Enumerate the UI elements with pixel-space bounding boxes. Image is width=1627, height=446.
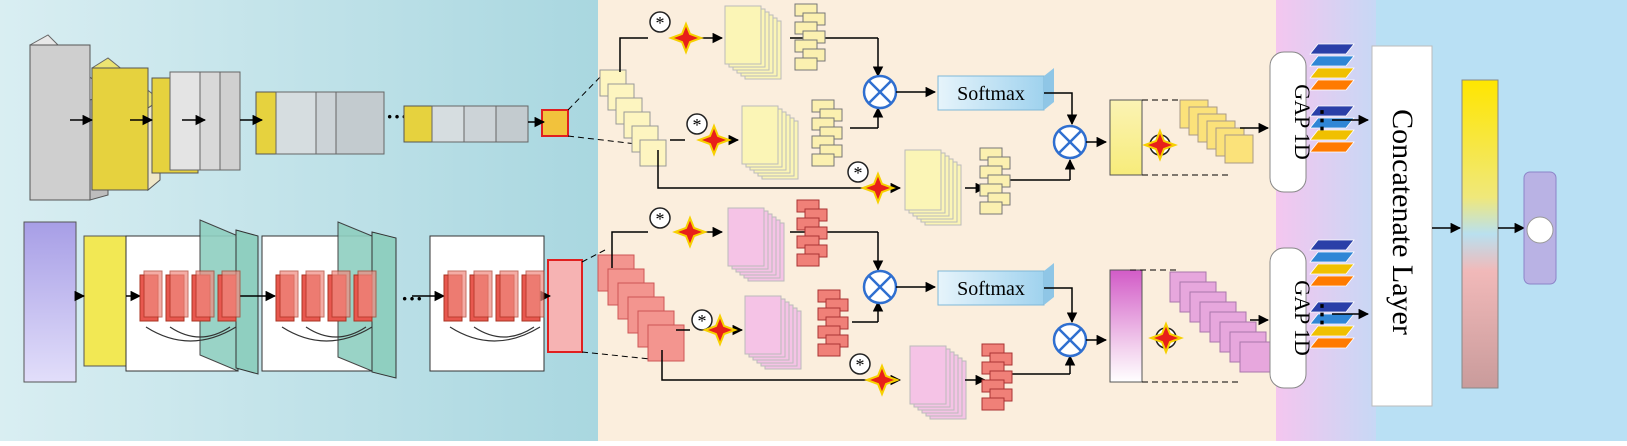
dense-blocks bbox=[139, 270, 545, 342]
conv-star-icon bbox=[864, 363, 900, 397]
bottom-backbone-ellipsis: ··· bbox=[401, 286, 423, 311]
gap-output-layer bbox=[1309, 105, 1355, 117]
conv-star-icon bbox=[696, 123, 732, 157]
dense-skip-connection bbox=[169, 326, 231, 338]
conv-star-icon bbox=[702, 313, 738, 347]
dense-unit-shadow bbox=[195, 270, 215, 318]
dense-skip-connection bbox=[449, 326, 541, 342]
top-v-cell bbox=[979, 201, 1003, 215]
dense-skip-connection bbox=[473, 326, 535, 338]
bottom-attention-output bbox=[1109, 269, 1143, 383]
dense-unit-shadow bbox=[221, 270, 241, 318]
gap-output-layer bbox=[1309, 263, 1355, 275]
top-q-sheet bbox=[724, 5, 762, 65]
top-gap: GAP 1D bbox=[1269, 51, 1315, 193]
dense-unit-shadow bbox=[169, 270, 189, 318]
bottom-attention: Q K V Softmax bbox=[597, 207, 1277, 420]
conv-operator-icon bbox=[847, 161, 869, 183]
bottom-v-sheet bbox=[909, 345, 947, 405]
conv-star-icon bbox=[860, 171, 896, 205]
dense-unit-shadow bbox=[499, 270, 519, 318]
gap-output-layer bbox=[1309, 325, 1355, 337]
top-backbone: ··· bbox=[29, 34, 646, 201]
kv-stacks bbox=[794, 3, 1013, 411]
dense-unit-shadow bbox=[305, 270, 325, 318]
bottom-k-cell bbox=[817, 343, 841, 357]
concatenate-layer-label: Concatenate Layer bbox=[1386, 109, 1419, 335]
conv-operator-icon bbox=[649, 11, 671, 33]
conv-operator-icon bbox=[649, 207, 671, 229]
gap-layers bbox=[1309, 43, 1355, 349]
conv-operator-symbol: * bbox=[854, 163, 863, 183]
conv-star-icon bbox=[1142, 128, 1178, 162]
conv-star-icon bbox=[672, 215, 708, 249]
bottom-feature-map bbox=[547, 259, 583, 353]
gap-output-layer bbox=[1309, 43, 1355, 55]
top-softmax-label: Softmax bbox=[957, 83, 1025, 105]
conv-operator-symbol: * bbox=[693, 115, 702, 135]
top-attention-output bbox=[1109, 99, 1143, 176]
top-gap-box bbox=[1269, 51, 1307, 193]
top-attention: Q K V Softmax bbox=[599, 5, 1270, 226]
bottom-q-sheet bbox=[727, 207, 765, 267]
top-k-sheet bbox=[741, 105, 779, 165]
gap-output-layer bbox=[1309, 141, 1355, 153]
bottom-gap-box bbox=[1269, 247, 1307, 389]
conv-star-icon bbox=[1148, 321, 1184, 355]
bottom-q-cell bbox=[796, 253, 820, 267]
top-feature-map bbox=[541, 109, 569, 137]
top-feature-stack-tile bbox=[639, 139, 667, 167]
top-q-cell bbox=[794, 57, 818, 71]
dense-unit-shadow bbox=[357, 270, 377, 318]
dense-unit-shadow bbox=[279, 270, 299, 318]
conv-operator-icon bbox=[849, 353, 871, 375]
top-softmax-box bbox=[937, 75, 1045, 111]
dense-skip-connection bbox=[145, 326, 237, 342]
conv-operator-symbol: * bbox=[856, 355, 865, 375]
conv-operator-symbol: * bbox=[656, 13, 665, 33]
dense-unit-shadow bbox=[447, 270, 467, 318]
top-k-cell bbox=[811, 153, 835, 167]
bottom-gap-ellipsis: ⋮ bbox=[1310, 302, 1334, 328]
conv-operator-icon bbox=[686, 113, 708, 135]
gap-output-layer bbox=[1309, 275, 1355, 287]
concatenated-feature-vector bbox=[1461, 79, 1499, 389]
gap-output-layer bbox=[1309, 79, 1355, 91]
output-node bbox=[1526, 216, 1554, 244]
gap-output-layer bbox=[1309, 251, 1355, 263]
top-gap-label: GAP 1D bbox=[1290, 84, 1315, 160]
bottom-softmax-box bbox=[937, 270, 1045, 306]
top-gap-ellipsis: ⋮ bbox=[1310, 108, 1334, 134]
conv-operator-symbol: * bbox=[656, 209, 665, 229]
conv-operator-symbol: * bbox=[698, 311, 707, 331]
top-backbone-ellipsis: ··· bbox=[386, 104, 408, 129]
gap-output-layer bbox=[1309, 129, 1355, 141]
concatenate-layer-box bbox=[1371, 45, 1433, 407]
bottom-feature-stack-tile bbox=[647, 324, 685, 362]
conv-markers: ******** bbox=[649, 11, 1184, 397]
bottom-k-sheet bbox=[744, 295, 782, 355]
conv-operator-icon bbox=[691, 309, 713, 331]
conv-star-icon bbox=[668, 21, 704, 55]
gap-output-layer bbox=[1309, 67, 1355, 79]
bottom-v-cell bbox=[981, 397, 1005, 411]
dense-unit-shadow bbox=[143, 270, 163, 318]
gap-output-layer bbox=[1309, 239, 1355, 251]
bottom-softmax-label: Softmax bbox=[957, 278, 1025, 300]
top-output-stack-tile bbox=[1224, 134, 1254, 164]
gap-output-layer bbox=[1309, 55, 1355, 67]
dense-skip-connection bbox=[305, 326, 367, 338]
dense-unit-shadow bbox=[331, 270, 351, 318]
dense-skip-connection bbox=[281, 326, 373, 342]
dense-unit-shadow bbox=[525, 270, 545, 318]
dense-unit-shadow bbox=[473, 270, 493, 318]
gap-output-layer bbox=[1309, 301, 1355, 313]
bottom-gap: GAP 1D bbox=[1269, 247, 1315, 389]
top-v-sheet bbox=[904, 149, 942, 211]
gap-output-layer bbox=[1309, 337, 1355, 349]
bottom-gap-label: GAP 1D bbox=[1290, 280, 1315, 356]
